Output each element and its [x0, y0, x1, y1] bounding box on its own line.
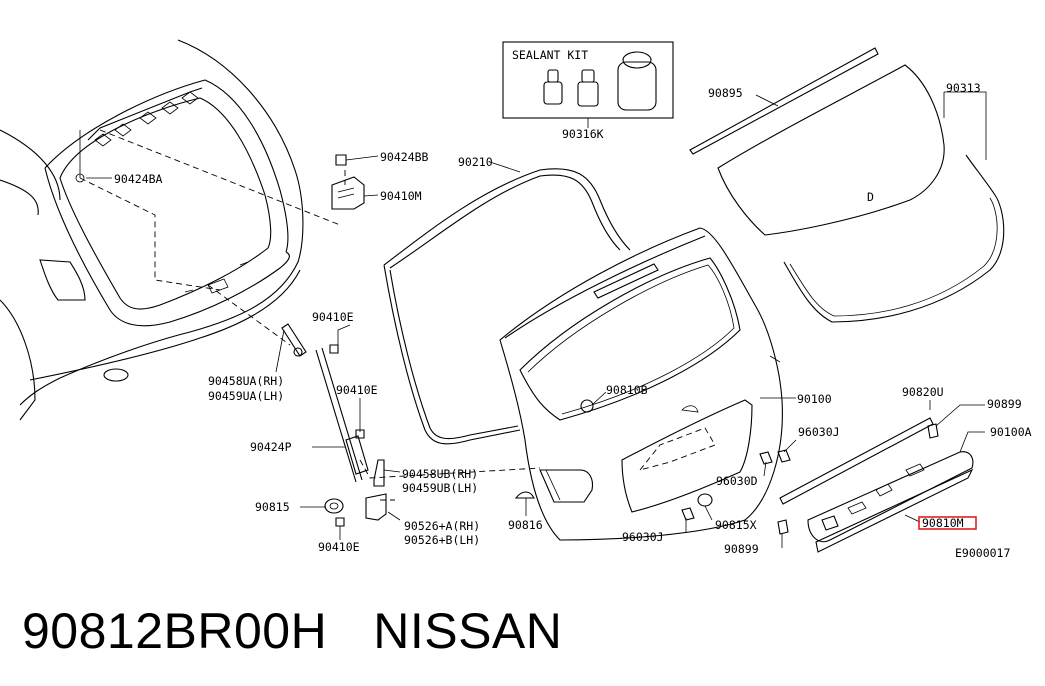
label-90100: 90100 [797, 392, 832, 406]
label-90100A: 90100A [990, 425, 1032, 439]
label-96030D: 96030D [716, 474, 758, 488]
label-90410M: 90410M [380, 189, 422, 203]
label-90424BB: 90424BB [380, 150, 429, 164]
label-90816: 90816 [508, 518, 543, 532]
hatch-panel-mark: D [867, 190, 874, 204]
part-number: 90812BR00H [22, 603, 328, 659]
rear-finisher [777, 417, 974, 553]
label-90526A: 90526+A(RH) [404, 519, 480, 533]
label-90526B: 90526+B(LH) [404, 533, 480, 547]
back-window-glass [689, 47, 1005, 323]
vehicle-body-drawing [0, 39, 304, 421]
figure-code: E9000017 [955, 546, 1010, 560]
highlight-box [918, 516, 977, 530]
sealant-kit: SEALANT KIT [502, 41, 674, 119]
sealant-kit-title: SEALANT KIT [512, 48, 588, 62]
back-door-panel [499, 227, 791, 541]
label-96030J-upper: 96030J [798, 425, 840, 439]
part-labels: 90424BB 90424BA 90410M 90410E 90458UA(RH… [114, 81, 1032, 560]
label-90313: 90313 [946, 81, 981, 95]
label-90458UA: 90458UA(RH) [208, 374, 284, 388]
brand-name: NISSAN [373, 603, 563, 659]
label-90899-upper: 90899 [987, 397, 1022, 411]
label-90424P: 90424P [250, 440, 292, 454]
label-90820U: 90820U [902, 385, 944, 399]
label-90459UB: 90459UB(LH) [402, 481, 478, 495]
label-90316K: 90316K [562, 127, 604, 141]
label-90459UA: 90459UA(LH) [208, 389, 284, 403]
label-96030J-lower: 96030J [622, 530, 664, 544]
label-90810M: 90810M [922, 516, 964, 530]
label-90458UB: 90458UB(RH) [402, 467, 478, 481]
label-90410E-upper: 90410E [312, 310, 354, 324]
weatherstrip-seal [383, 168, 631, 445]
label-90815: 90815 [255, 500, 290, 514]
label-90810B: 90810B [606, 383, 648, 397]
caption: 90812BR00H NISSAN [22, 596, 562, 666]
leader-lines [86, 91, 987, 548]
hinge-and-stay-parts [281, 154, 535, 527]
label-90899-lower: 90899 [724, 542, 759, 556]
label-90895: 90895 [708, 86, 743, 100]
label-90410E-lower: 90410E [318, 540, 360, 554]
parts-diagram: SEALANT KIT [0, 39, 1032, 560]
dashed-guide-lines [79, 129, 541, 501]
label-90815X: 90815X [715, 518, 757, 532]
label-90424BA: 90424BA [114, 172, 163, 186]
label-90410E-middle: 90410E [336, 383, 378, 397]
label-90210: 90210 [458, 155, 493, 169]
